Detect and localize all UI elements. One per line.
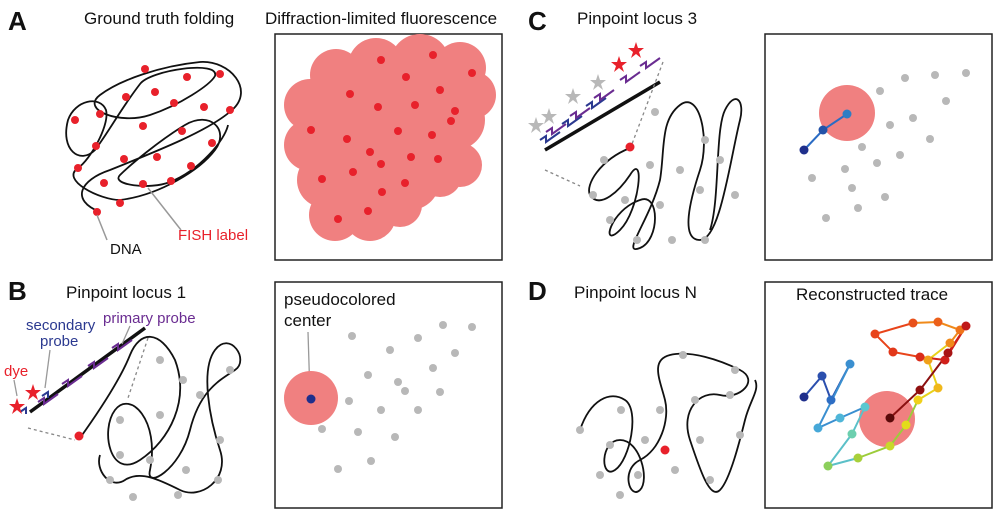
zoom-guide-line [127, 337, 149, 399]
probed-segment [544, 80, 661, 152]
fish-dot [167, 177, 175, 185]
panel-a-title: Ground truth folding [84, 9, 234, 28]
zoom-guide-line [544, 169, 581, 187]
panel-letter-c: C [528, 6, 547, 36]
locusN-highlight-dot [660, 445, 670, 455]
secondary-probe-pointer [44, 349, 51, 389]
fish-dot [116, 199, 124, 207]
secondary-probe-marks [19, 390, 49, 414]
current-locus-point [885, 413, 895, 423]
dye-star-icon [590, 74, 606, 90]
fluorescence-dots [307, 51, 476, 223]
panel-c-title: Pinpoint locus 3 [577, 9, 697, 28]
locus3-dna-fold [544, 61, 743, 251]
primary-probe-label: primary probe [103, 310, 196, 327]
fish-dot [178, 127, 186, 135]
fish-dot [151, 88, 159, 96]
dna-curve [65, 61, 242, 213]
secondary-probe-marks [539, 97, 607, 144]
locus1-image-box [274, 281, 503, 509]
dye-star-icon [541, 108, 557, 124]
dye-star-icon [528, 117, 544, 133]
locus1-field-dots [318, 321, 476, 473]
fish-dot [183, 73, 191, 81]
panel-letter-b: B [8, 276, 27, 306]
locusN-dna-fold [576, 351, 758, 499]
dye-star-icon [611, 56, 627, 72]
trace-point-3 [842, 109, 852, 119]
probe-assembly-c [528, 42, 661, 144]
locus1-center-dot [306, 394, 316, 404]
fish-dot [200, 103, 208, 111]
trace-point-2 [818, 125, 828, 135]
fish-dot [120, 155, 128, 163]
panel-b-title: Pinpoint locus 1 [66, 283, 186, 302]
dye-label: dye [4, 363, 28, 380]
primary-probe-marks [37, 339, 133, 406]
fish-dot [71, 116, 79, 124]
fish-dot [139, 122, 147, 130]
fish-dot [93, 208, 101, 216]
fish-dot [208, 139, 216, 147]
probed-segment [28, 326, 147, 414]
fish-dot [92, 142, 100, 150]
diffraction-blur-cloud [284, 34, 496, 241]
dye-star-icon [565, 88, 581, 104]
fish-dot [187, 162, 195, 170]
dna-label: DNA [110, 241, 142, 258]
pseudocolored-label-2: center [284, 311, 332, 330]
fish-dot [141, 65, 149, 73]
dna-curve [579, 352, 758, 493]
trace-point-1 [799, 145, 809, 155]
reconstructed-trace-points [799, 317, 971, 471]
locus3-gray-dots [589, 108, 739, 244]
fluorescence-title: Diffraction-limited fluorescence [265, 9, 497, 28]
dye-star-icon [628, 42, 644, 58]
ground-truth-dna-fold [65, 61, 242, 216]
panel-letter-a: A [8, 6, 27, 36]
dna-pointer-line [96, 214, 108, 241]
panel-d-title: Pinpoint locus N [574, 283, 697, 302]
locus1-gray-dots [106, 356, 234, 501]
dye-star-icon [25, 384, 41, 400]
locus1-highlight-dot [74, 431, 84, 441]
fish-dot [74, 164, 82, 172]
pseudocolored-label-1: pseudocolored [284, 290, 396, 309]
zoom-guide-line [631, 61, 664, 145]
dye-pointer [13, 379, 18, 397]
reconstructed-trace-title: Reconstructed trace [796, 285, 948, 304]
dna-curve [79, 336, 242, 494]
locusN-gray-dots [576, 351, 744, 499]
primary-probe-pointer [121, 325, 131, 345]
fish-label-dots [71, 65, 234, 216]
reconstructed-trace-box [764, 281, 993, 509]
secondary-probe-label-2: probe [40, 333, 78, 350]
fish-dot [170, 99, 178, 107]
fish-dot [226, 106, 234, 114]
locus3-field-dots [808, 69, 970, 222]
zoom-guide-line [27, 427, 76, 441]
panel-letter-d: D [528, 276, 547, 306]
fish-dot [122, 93, 130, 101]
probe-assembly-b [9, 339, 133, 414]
fish-dot [153, 153, 161, 161]
dna-curve [588, 98, 743, 251]
dye-star-icon [9, 398, 25, 414]
primary-probe-marks [545, 57, 661, 136]
fish-dot [216, 70, 224, 78]
locus1-dna-fold [27, 326, 242, 501]
fish-dot [139, 180, 147, 188]
locus3-image-box [764, 33, 993, 261]
fish-label-pointer-line [147, 187, 182, 231]
fish-dot [96, 110, 104, 118]
locus3-highlight-dot [625, 142, 635, 152]
fish-dot [100, 179, 108, 187]
secondary-probe-label-1: secondary [26, 317, 96, 334]
fish-label-text: FISH label [178, 227, 248, 244]
fluorescence-image-box [274, 33, 503, 261]
